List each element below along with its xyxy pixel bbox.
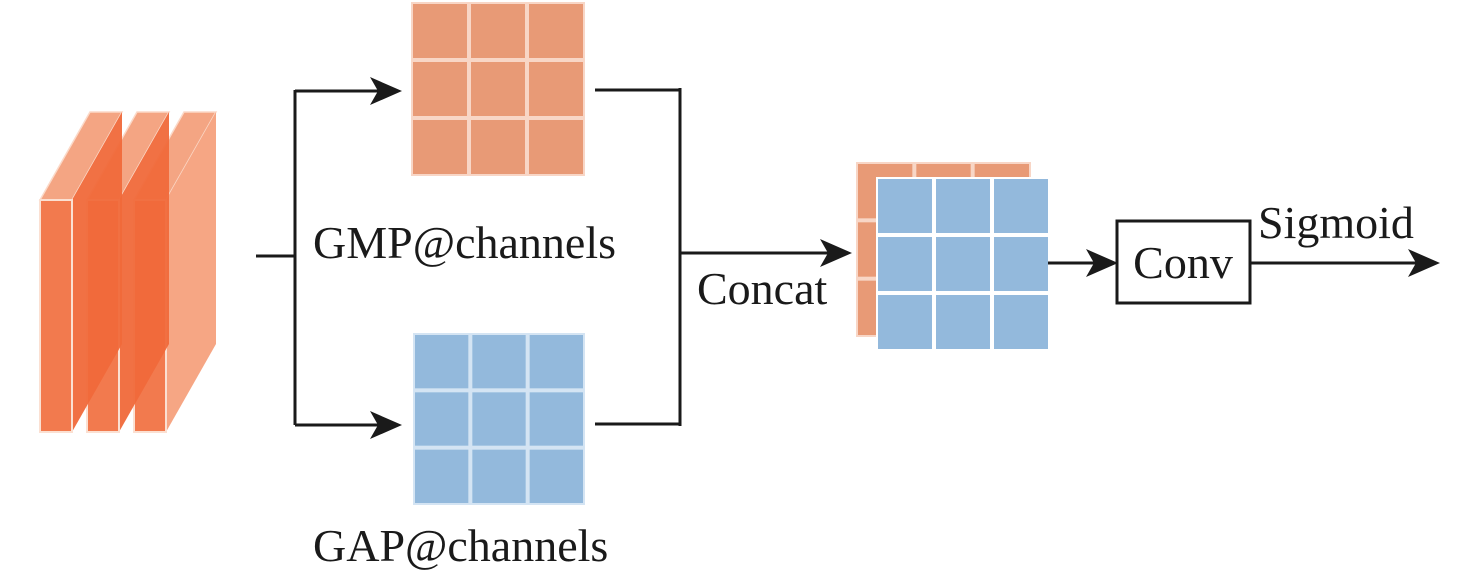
gmp-label: GMP@channels	[313, 217, 616, 268]
concat-gap-grid-cell	[878, 237, 932, 291]
gmp-grid-cell	[413, 120, 467, 174]
gmp-grid-cell	[529, 4, 583, 58]
gap-feature-map	[413, 333, 585, 505]
concat-label: Concat	[697, 263, 828, 314]
gap-grid-cell	[415, 392, 469, 446]
slab-front-face	[39, 199, 73, 433]
slab-side-face	[119, 112, 169, 432]
input-feature-maps	[38, 111, 218, 433]
conv-label: Conv	[1133, 237, 1233, 288]
concat-gap-grid-cell	[994, 179, 1048, 233]
slab-side-face	[72, 112, 122, 432]
gmp-grid-cell	[471, 4, 525, 58]
slab-side-face	[166, 112, 216, 432]
gap-grid-cell	[415, 335, 469, 389]
gap-grid-cell	[472, 335, 526, 389]
gap-grid-cell	[529, 392, 583, 446]
merge-connector	[595, 88, 852, 426]
output-arrow-icon	[1408, 249, 1440, 277]
gap-label: GAP@channels	[313, 520, 608, 571]
gmp-grid-cell	[471, 62, 525, 116]
concat-gap-grid-cell	[994, 295, 1048, 349]
conv-arrow-icon	[1086, 249, 1118, 277]
gap-grid-cell	[472, 392, 526, 446]
gmp-grid-cell	[471, 120, 525, 174]
concat-gap-grid-cell	[936, 179, 990, 233]
gap-grid-cell	[529, 449, 583, 503]
concat-gap-grid-cell	[936, 237, 990, 291]
gap-grid-cell	[472, 449, 526, 503]
gap-grid-cell	[415, 449, 469, 503]
concat-feature-map	[856, 162, 1050, 351]
sigmoid-label: Sigmoid	[1258, 197, 1414, 248]
gap-grid-cell	[529, 335, 583, 389]
gmp-feature-map	[411, 2, 585, 176]
gmp-grid-cell	[413, 62, 467, 116]
concat-gap-grid-cell	[994, 237, 1048, 291]
gmp-grid-cell	[529, 120, 583, 174]
gmp-grid-cell	[529, 62, 583, 116]
conv-box	[1115, 219, 1252, 305]
branch-connector	[256, 77, 402, 439]
gmp-grid-cell	[413, 4, 467, 58]
concat-gap-grid-cell	[878, 179, 932, 233]
concat-gap-grid-cell	[878, 295, 932, 349]
gmp-arrow-icon	[370, 77, 402, 105]
concat-arrow-icon	[820, 239, 852, 267]
gap-arrow-icon	[370, 411, 402, 439]
input-slab	[38, 111, 124, 433]
concat-gap-grid-cell	[936, 295, 990, 349]
